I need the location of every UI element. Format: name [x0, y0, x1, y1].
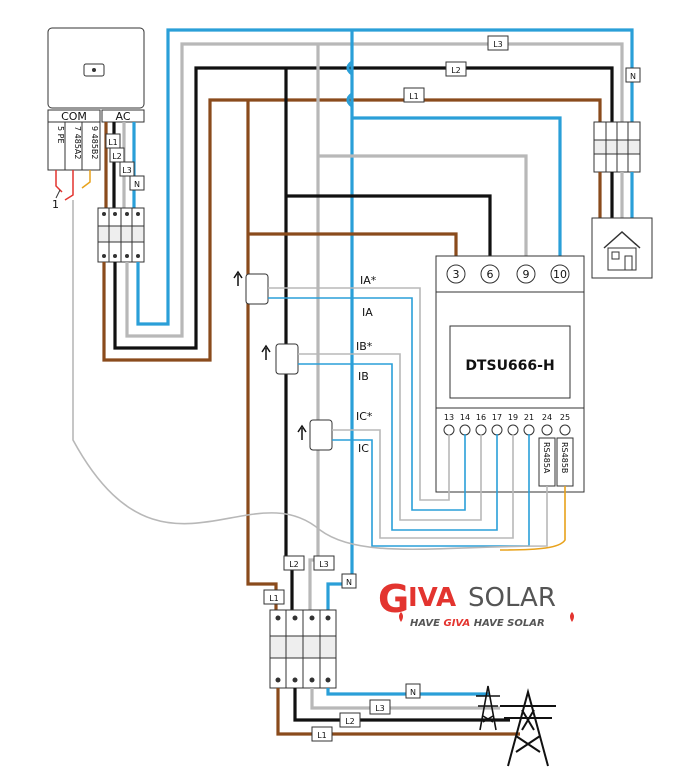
com-pin-485b2: 9 485B2 [90, 126, 99, 159]
ct-a [233, 270, 269, 305]
top-tag-n-box [625, 67, 641, 83]
terminal-16: 16 [476, 413, 486, 422]
bot-tag-l3-box [313, 555, 335, 571]
inverter: COM AC 5 PE 7 485A2 9 485B2 1 [47, 27, 145, 211]
ct-a-clamp [245, 273, 269, 305]
bot-tag-l2: L2 [289, 560, 299, 569]
inv-tag-l2: L2 [112, 152, 122, 161]
top-tag-l2-box [445, 61, 467, 77]
terminal-14: 14 [460, 413, 470, 422]
grid-tower-small-icon [476, 685, 500, 731]
terminal-3: 3 [453, 268, 460, 281]
rs485b-stub [81, 170, 91, 189]
grid-tag-n: N [410, 688, 416, 697]
com-port-label: COM [61, 110, 87, 123]
rs485a-cable [72, 200, 548, 551]
terminal-19: 19 [508, 413, 518, 422]
com-pin-block [47, 121, 101, 171]
inv-tag-l3-box [119, 161, 135, 177]
slogan-part-3: HAVE SOLAR [470, 618, 544, 629]
ct-label-ic-star: IC* [356, 410, 373, 423]
inv-tag-l3: L3 [122, 166, 132, 175]
terminal-24: 24 [542, 413, 552, 422]
meter-display [449, 325, 571, 399]
ct-label-ib: IB [358, 370, 369, 383]
ct-c-clamp [309, 419, 333, 451]
bot-tag-n-box [341, 573, 357, 589]
ct-b-clamp [275, 343, 299, 375]
inverter-breaker [97, 207, 145, 263]
flame-icon-right [570, 612, 574, 622]
ac-port-label: AC [115, 110, 130, 123]
pe-callout: 1 [52, 198, 59, 211]
logo-slogan: HAVE GIVA HAVE SOLAR [410, 618, 545, 629]
bot-tag-n: N [346, 578, 352, 587]
meter-top-terminals: 3 6 9 10 [446, 264, 570, 284]
grid-tag-l2: L2 [345, 717, 355, 726]
logo-letter-g: G [378, 577, 409, 621]
grid-breaker [269, 609, 337, 689]
inv-tag-n-box [129, 175, 145, 191]
ct-label-ib-star: IB* [356, 340, 373, 353]
slogan-part-2: GIVA [443, 618, 470, 629]
inv-tag-l2-box [109, 147, 125, 163]
grid-tag-l1: L1 [317, 731, 327, 740]
inverter-led-icon [92, 68, 96, 72]
top-tag-l1-box [403, 87, 425, 103]
grid-tag-l3-box [369, 699, 391, 715]
bot-tag-l1: L1 [269, 594, 279, 603]
inv-tag-l1: L1 [108, 138, 118, 147]
com-pin-pe: 5 PE [56, 126, 65, 144]
inv-tag-n: N [134, 180, 140, 189]
rs485a-stub [64, 170, 74, 201]
top-tag-l2: L2 [451, 66, 461, 75]
terminal-9: 9 [523, 268, 530, 281]
logo-solar: SOLAR [468, 583, 556, 613]
slogan-part-1: HAVE [410, 618, 443, 629]
house-icon [591, 217, 653, 279]
ct-label-ic: IC [358, 442, 369, 455]
givasolar-logo: G IVA SOLAR HAVE GIVA HAVE SOLAR [378, 577, 574, 629]
top-tag-l3: L3 [493, 40, 503, 49]
pe-wire [55, 170, 63, 193]
top-tag-l3-box [487, 35, 509, 51]
grid-tower-large-icon [500, 688, 556, 767]
com-pin-485a2: 7 485A2 [73, 126, 82, 159]
rs485a-label: RS485A [542, 442, 551, 474]
bot-tag-l1-box [263, 589, 285, 605]
ct-c [297, 419, 333, 451]
grid-tag-l2-box [339, 712, 361, 728]
terminal-13: 13 [444, 413, 454, 422]
meter-model: DTSU666-H [465, 358, 554, 374]
top-tag-n: N [630, 72, 636, 81]
rs485b-label: RS485B [560, 442, 569, 473]
rs485b-cable [499, 486, 566, 551]
terminal-25: 25 [560, 413, 570, 422]
grid-tag-l3: L3 [375, 704, 385, 713]
terminal-10: 10 [553, 268, 567, 281]
bot-tag-l3: L3 [319, 560, 329, 569]
ct-b [261, 343, 299, 375]
grid-tag-n-box [405, 683, 421, 699]
terminal-6: 6 [487, 268, 494, 281]
ct-label-ia-star: IA* [360, 274, 377, 287]
terminal-17: 17 [492, 413, 502, 422]
flame-icon [399, 612, 403, 622]
top-tag-l1: L1 [409, 92, 419, 101]
logo-iva: IVA [408, 583, 456, 613]
ct-label-ia: IA [362, 306, 373, 319]
load-breaker [593, 121, 641, 173]
bot-tag-l2-box [283, 555, 305, 571]
terminal-21: 21 [524, 413, 534, 422]
grid-tag-l1-box [311, 726, 333, 742]
